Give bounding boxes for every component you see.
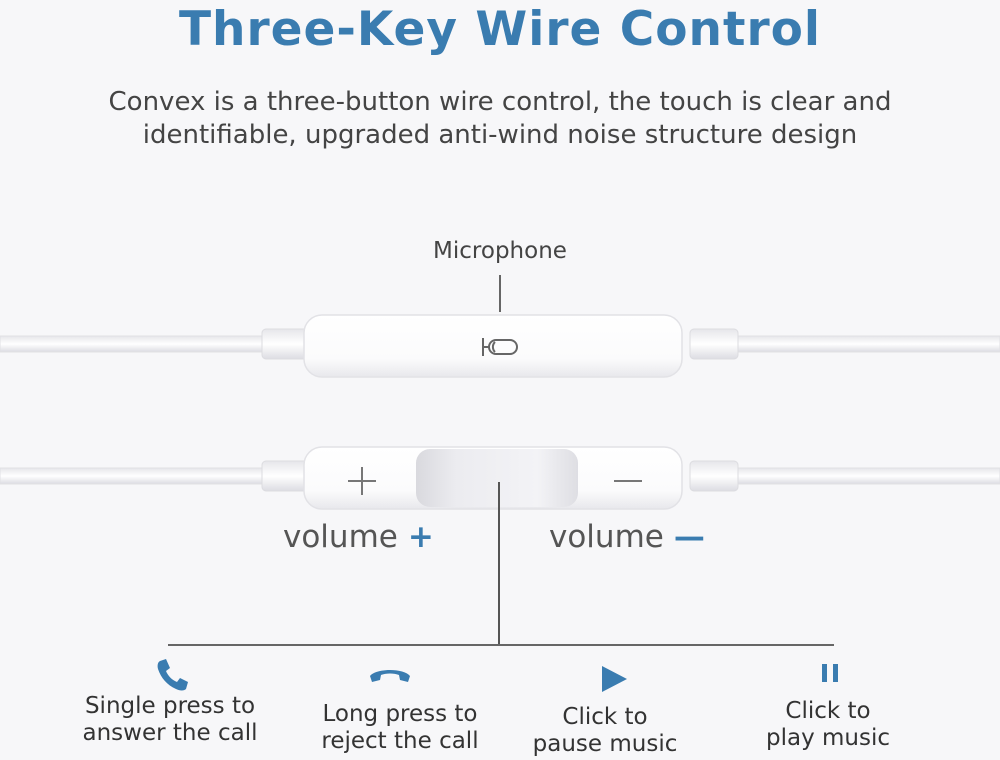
pause-icon [822,664,838,682]
microphone-label: Microphone [433,238,567,264]
microphone-remote [0,314,1000,378]
page-title: Three-Key Wire Control [178,2,822,57]
function-play-line-2: play music [765,725,890,751]
function-answer-line-1: Single press to [84,693,256,719]
page-subtitle: Convex is a three-button wire control, t… [30,86,970,152]
function-pause-line-2: pause music [532,731,678,757]
volume-down-sign: — [673,519,705,555]
plus-icon [348,467,376,495]
function-answer-line-2: answer the call [82,720,258,746]
function-play-line-1: Click to [785,698,871,724]
function-pause-music: Click to pause music [495,704,715,758]
function-reject-line-2: reject the call [321,728,479,754]
volume-down-label: volume— [549,519,705,555]
function-reject-call: Long press to reject the call [290,701,510,755]
microphone-icon [482,338,518,356]
subtitle-line-1: Convex is a three-button wire control, t… [108,87,892,117]
function-pause-line-1: Click to [562,704,648,730]
function-play-music: Click to play music [718,698,938,752]
volume-down-text: volume [549,519,664,555]
phone-hangup-icon [370,670,410,682]
function-answer-call: Single press to answer the call [60,693,280,747]
volume-up-sign: + [407,519,434,555]
play-icon [602,666,627,692]
phone-answer-icon [157,659,188,691]
volume-remote [0,446,1000,510]
volume-up-text: volume [283,519,398,555]
center-button[interactable] [416,449,578,507]
function-reject-line-1: Long press to [322,701,478,727]
subtitle-line-2: identifiable, upgraded anti-wind noise s… [142,120,858,150]
volume-up-label: volume+ [283,519,434,555]
